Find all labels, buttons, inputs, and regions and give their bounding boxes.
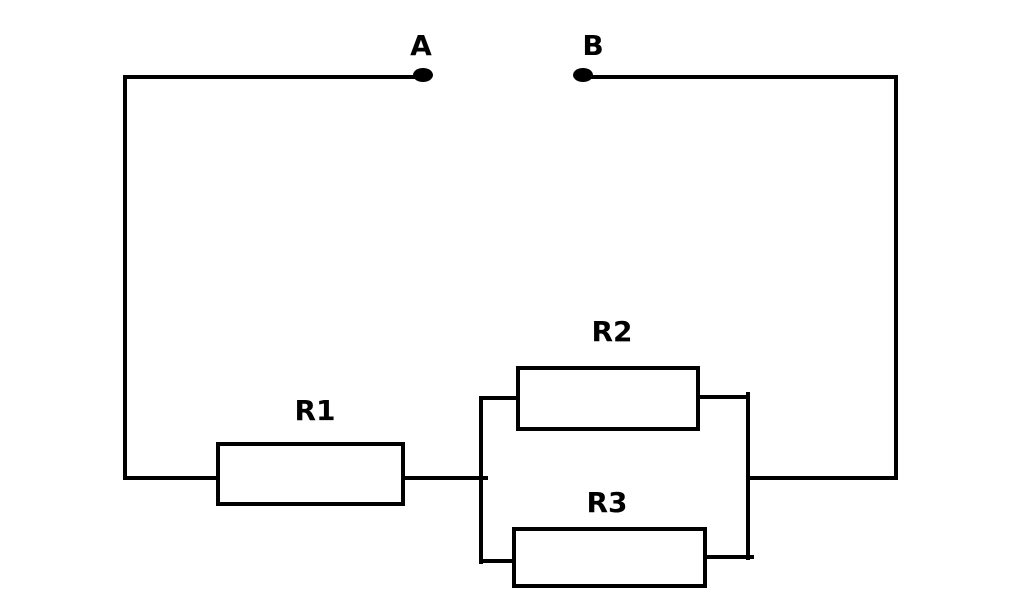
resistor-r2	[516, 366, 700, 431]
terminal-a-dot	[413, 68, 433, 82]
resistor-r3	[512, 527, 707, 588]
resistor-r3-label: R3	[586, 486, 627, 519]
resistor-r2-label: R2	[591, 315, 632, 348]
resistor-r1-label: R1	[294, 394, 335, 427]
terminal-a-label: A	[410, 29, 432, 62]
terminal-b-label: B	[582, 29, 603, 62]
resistor-r1	[216, 442, 405, 506]
wire-right-loop	[583, 75, 898, 480]
terminal-b-dot	[573, 68, 593, 82]
wire-left-loop	[123, 75, 422, 480]
